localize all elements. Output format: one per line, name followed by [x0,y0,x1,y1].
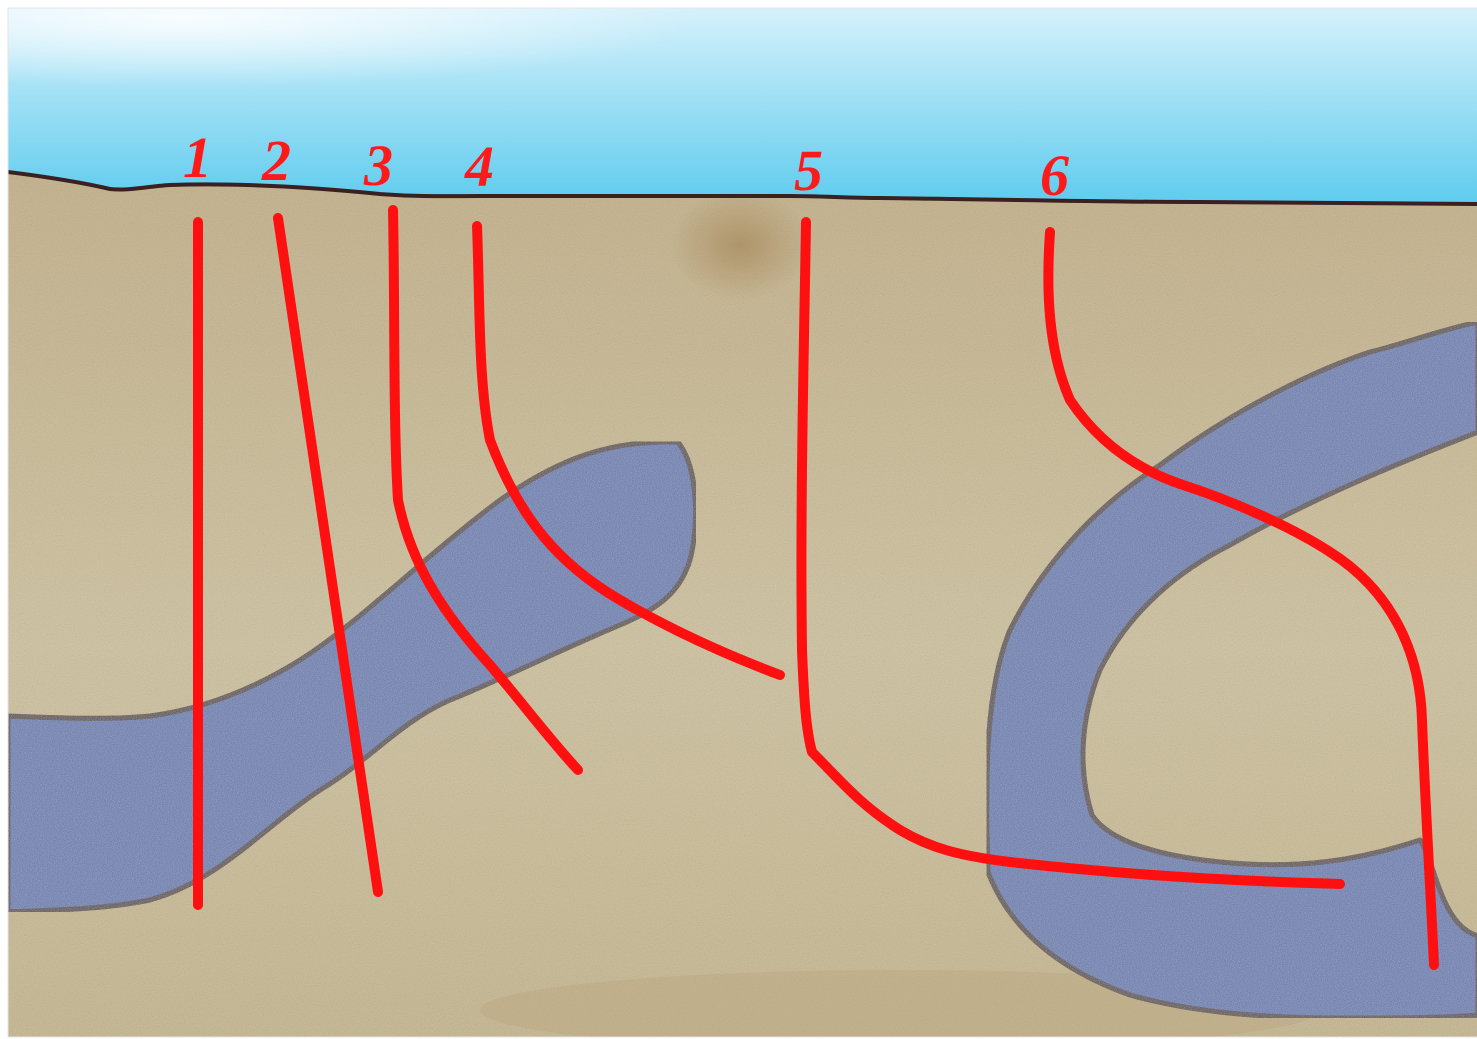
soil-smudge [670,190,810,300]
well-label-6: 6 [1040,143,1069,208]
well-label-4: 4 [464,134,494,199]
sky-glow [8,8,1477,208]
well-label-2: 2 [261,128,291,193]
well-label-5: 5 [794,138,823,203]
well-label-1: 1 [183,125,212,190]
well-label-3: 3 [363,133,393,198]
